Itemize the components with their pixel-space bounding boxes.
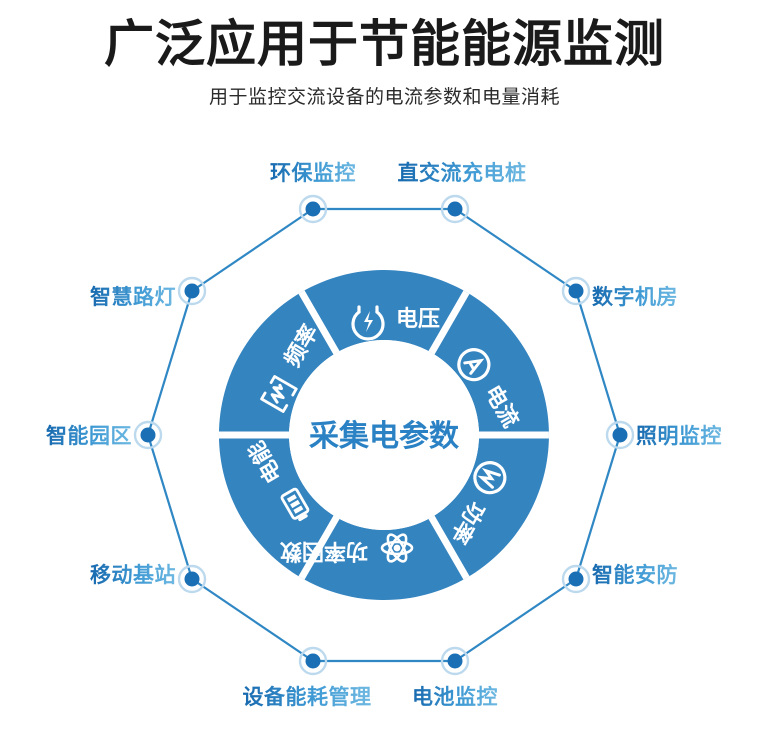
- node-dot-zhaomingjiankong[interactable]: [605, 420, 635, 450]
- node-dot-zhinengyuanqu[interactable]: [133, 420, 163, 450]
- node-dot-zhinengganfang[interactable]: [561, 564, 591, 594]
- node-dot-dianchijiankong[interactable]: [440, 646, 470, 676]
- donut-segment-power-factor[interactable]: 功率因数: [279, 532, 414, 564]
- segment-label-power-factor: 功率因数: [279, 538, 368, 564]
- application-label-equipment-energy-management[interactable]: 设备能耗管理: [243, 681, 372, 711]
- application-label-battery-monitoring[interactable]: 电池监控: [412, 681, 498, 711]
- application-label-lighting-monitoring[interactable]: 照明监控: [636, 420, 722, 450]
- donut-segment-voltage[interactable]: 电压: [351, 305, 440, 341]
- atom-icon: [380, 533, 414, 563]
- node-dot-yidongjizhan[interactable]: [177, 564, 207, 594]
- lightning-bolt-icon: [351, 305, 385, 341]
- application-label-ac-dc-charging-pile[interactable]: 直交流充电桩: [398, 157, 527, 187]
- application-label-smart-street-lamp[interactable]: 智慧路灯: [90, 281, 176, 311]
- wattmeter-w-icon: [473, 461, 507, 495]
- donut-center-label: 采集电参数: [309, 419, 460, 454]
- segment-label-voltage: 电压: [396, 307, 440, 332]
- application-label-smart-industrial-park[interactable]: 智能园区: [46, 420, 132, 450]
- page-subtitle: 用于监控交流设备的电流参数和电量消耗: [208, 87, 560, 108]
- application-label-digital-data-center[interactable]: 数字机房: [592, 281, 678, 311]
- diagram-svg: 电压 电流 功率 功率因数: [133, 194, 635, 676]
- application-label-smart-security[interactable]: 智能安防: [592, 559, 678, 589]
- node-dot-shebeinenghao[interactable]: [298, 646, 328, 676]
- page-header: 广泛应用于节能能源监测 用于监控交流设备的电流参数和电量消耗: [0, 0, 769, 109]
- battery-icon: [280, 487, 310, 522]
- node-dot-huanbao[interactable]: [298, 194, 328, 224]
- application-label-mobile-base-station[interactable]: 移动基站: [90, 559, 176, 589]
- donut-center-hub: [289, 340, 479, 530]
- connector-nodes: [133, 194, 635, 676]
- waveform-icon: [260, 375, 298, 413]
- application-label-environmental-monitoring[interactable]: 环保监控: [270, 157, 356, 187]
- ammeter-a-icon: [457, 348, 491, 382]
- node-dot-chongdianzhuang[interactable]: [440, 194, 470, 224]
- node-dot-shuzijifang[interactable]: [561, 276, 591, 306]
- infographic-diagram: 电压 电流 功率 功率因数: [0, 130, 769, 747]
- page-title: 广泛应用于节能能源监测: [104, 15, 665, 73]
- node-dot-zhihuiludeng[interactable]: [177, 276, 207, 306]
